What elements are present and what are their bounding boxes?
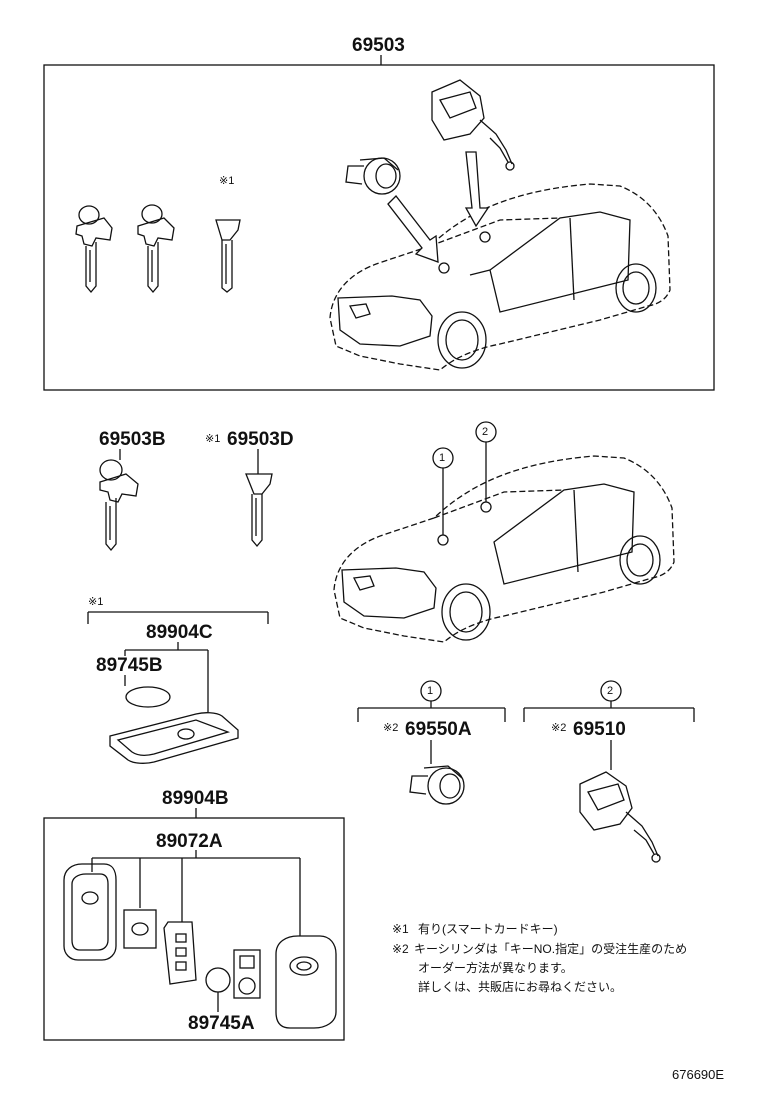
label-89072A: 89072A	[156, 831, 223, 852]
key-with-ring-2	[137, 204, 175, 294]
note-2-mark: ※2	[392, 942, 409, 956]
arrow-to-cylinder	[387, 195, 439, 263]
top-key-note-mark: ※1	[219, 175, 235, 187]
card-set-bracket	[87, 611, 269, 712]
note-1-text: 有り(スマートカードキー)	[418, 922, 558, 936]
mark-89904C: ※1	[88, 596, 104, 608]
mark-69503D: ※1	[205, 433, 221, 445]
label-69503D: 69503D	[227, 429, 294, 450]
key-69503D	[245, 473, 273, 548]
callout-1-number-car: 1	[439, 452, 446, 464]
door-lock-cylinder-top	[345, 157, 401, 195]
smart-key-shell	[275, 935, 337, 1029]
label-89904B: 89904B	[162, 788, 229, 809]
label-89904C: 89904C	[146, 622, 213, 643]
card-battery-89745B	[125, 686, 171, 708]
car-illustration-top	[329, 183, 671, 371]
label-69510: 69510	[573, 719, 626, 740]
label-89745A: 89745A	[188, 1013, 255, 1034]
callout-2-car	[475, 421, 497, 502]
label-69503B: 69503B	[99, 429, 166, 450]
label-69503: 69503	[352, 35, 405, 56]
ignition-switch-69510	[579, 771, 661, 863]
door-lock-cylinder-69550A	[409, 765, 465, 805]
callout-1-box	[357, 680, 506, 764]
key-with-ring-1	[75, 205, 113, 294]
note-2-line-1: キーシリンダは「キーNO.指定」の受注生産のため	[414, 942, 688, 956]
mark-69550A: ※2	[383, 722, 399, 734]
note-2-line-2: オーダー方法が異なります。	[418, 961, 573, 975]
mark-69510: ※2	[551, 722, 567, 734]
smart-card-key	[109, 712, 239, 764]
arrow-to-ignition	[464, 151, 490, 228]
label-69550A: 69550A	[405, 719, 472, 740]
ignition-switch-top	[431, 79, 515, 171]
smart-key-battery-cover	[233, 949, 261, 999]
car-illustration-middle	[333, 455, 675, 643]
callout-1-number-box: 1	[427, 685, 434, 697]
smart-key-frame	[43, 817, 345, 1041]
note-2-line-3: 詳しくは、共販店にお尋ねください。	[418, 980, 623, 994]
smart-key-board	[163, 921, 197, 985]
callout-2-number-box: 2	[607, 685, 614, 697]
callout-2-number-car: 2	[482, 426, 489, 438]
note-1-mark: ※1	[392, 922, 409, 936]
smart-key-insert	[123, 909, 157, 949]
callout-1-car	[432, 447, 454, 535]
smart-key-case-front	[63, 863, 117, 961]
callout-2-box	[523, 680, 695, 770]
label-89745B: 89745B	[96, 655, 163, 676]
key-69503B	[99, 459, 139, 552]
top-assembly-frame	[43, 64, 715, 391]
smart-key-tree	[91, 850, 301, 936]
drawing-number: 676690E	[672, 1067, 725, 1082]
emergency-key-top	[215, 219, 241, 293]
smart-key-battery-89745A	[205, 967, 231, 1012]
